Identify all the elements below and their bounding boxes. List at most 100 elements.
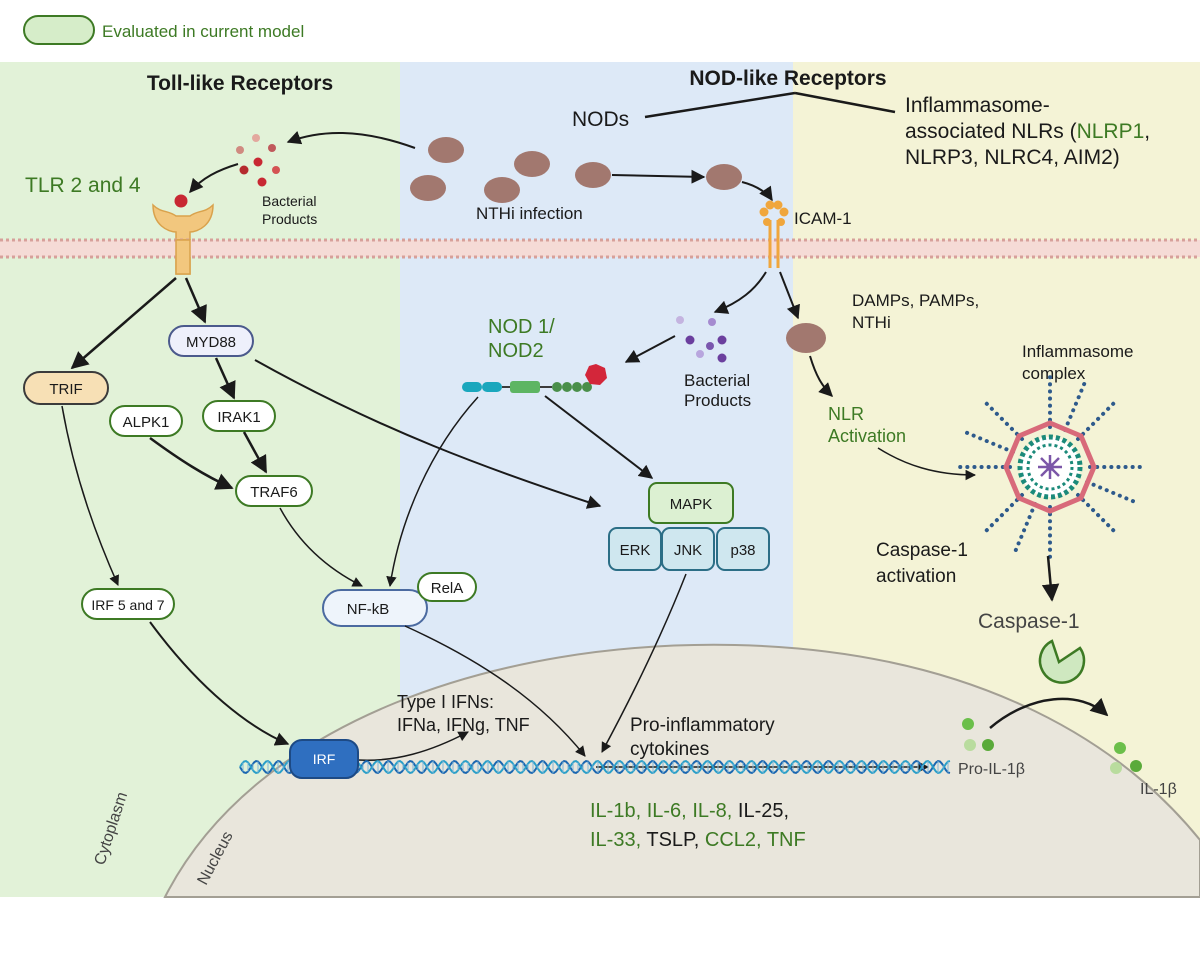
p38-label: p38 [730, 542, 755, 559]
bacterial-products-dots-mid [676, 316, 727, 363]
caspase1-label: Caspase-1 [978, 610, 1080, 633]
nlr-activation-label-2: Activation [828, 426, 906, 446]
inflammasome-complex-icon [956, 373, 1144, 561]
arrow-trif-to-irf57 [61, 405, 119, 586]
trif-label: TRIF [49, 381, 82, 398]
arrow-nfkb-to-dna [404, 625, 586, 757]
caspase-activation-label-2: activation [876, 566, 956, 587]
caspase-activation-label-1: Caspase-1 [876, 540, 968, 561]
traf6-label: TRAF6 [250, 484, 298, 501]
cytokine-ccl2: CCL2, [705, 829, 762, 851]
nod1-label-2: NOD2 [488, 340, 544, 362]
nfkb-label: NF-kB [347, 601, 390, 618]
bacterial-products-left-2: Products [262, 211, 317, 227]
cytokine-il33: IL-33, [590, 829, 641, 851]
bacterial-products-mid-2: Products [684, 391, 751, 410]
arrow-icam-to-bacterium [779, 271, 800, 320]
arrow-alpk1-to-traf6 [149, 436, 234, 490]
il1b-icon [1110, 742, 1142, 774]
pathway-arrows [61, 131, 1109, 773]
traf6-node [235, 475, 313, 507]
toll-like-title: Toll-like Receptors [147, 72, 333, 95]
irak1-label: IRAK1 [217, 409, 260, 426]
arrow-irf57-to-irf [149, 621, 290, 746]
inflammasome-nlrs-label-3: NLRP3, NLRC4, AIM2) [905, 146, 1120, 169]
irf-node [289, 739, 359, 779]
nod1-label-1: NOD 1/ [488, 316, 555, 338]
cytokine-il25: IL-25, [738, 800, 789, 822]
rela-label: RelA [431, 580, 464, 597]
irak1-node [202, 400, 276, 432]
tlr-stem-icon [175, 239, 191, 275]
myd88-node [168, 325, 254, 357]
arrow-tlr-to-trif [70, 277, 177, 370]
cytokine-list-1: IL-1b, IL-6, IL-8, IL-25, [590, 800, 789, 822]
mapk-node [648, 482, 734, 524]
rela-node [417, 572, 477, 602]
nlrs-comma: , [1144, 120, 1150, 143]
irf57-label: IRF 5 and 7 [91, 597, 164, 613]
type1-label-1: Type I IFNs: [397, 692, 494, 712]
cytokine-tnf: TNF [767, 829, 806, 851]
inflammasome-complex-label-1: Inflammasome [1022, 342, 1133, 361]
damps-label-1: DAMPs, PAMPs, [852, 291, 979, 310]
arrow-traf6-to-nfkb [279, 507, 363, 587]
nod-branch-line-right [794, 91, 896, 114]
legend: Evaluated in current model [23, 15, 304, 45]
nlrp1-label: NLRP1 [1077, 120, 1145, 143]
pro-il1b-icon [962, 718, 994, 751]
legend-label: Evaluated in current model [102, 22, 304, 41]
icam1-receptor-icon [759, 200, 789, 268]
arrow-mapk-to-dna [601, 573, 687, 753]
irf-label: IRF [313, 751, 336, 767]
cytokine-list-2: IL-33, TSLP, CCL2, TNF [590, 829, 806, 851]
arrow-irf-to-type1 [357, 731, 469, 761]
arrow-nod-to-nfkb [386, 396, 479, 588]
arrow-products-to-tlr [189, 163, 239, 194]
nlrs-prefix: associated NLRs ( [905, 120, 1077, 143]
arrow-irak1-to-traf6 [242, 431, 268, 474]
arrow-nlr-to-inflammasome [877, 447, 977, 481]
arrow-infection-to-icam [611, 169, 706, 184]
proinf-label-1: Pro-inflammatory [630, 715, 775, 736]
tlr-label: TLR 2 and 4 [25, 174, 141, 197]
erk-label: ERK [620, 542, 651, 559]
cytokine-il1b: IL-1b, [590, 800, 641, 822]
pro-il1b-label: Pro-IL-1β [958, 761, 1025, 778]
inflammasome-nlrs-label-1: Inflammasome- [905, 94, 1050, 117]
mapk-label: MAPK [670, 496, 713, 513]
p38-node [716, 527, 770, 571]
alpk1-node [109, 405, 183, 437]
cytokine-il6: IL-6, [647, 800, 687, 822]
nod-protein-icon [462, 364, 607, 393]
jnk-node [661, 527, 715, 571]
nfkb-node [322, 589, 428, 627]
cytokine-il8: IL-8, [692, 800, 732, 822]
internalized-bacterium [786, 323, 826, 353]
arrow-nod-to-mapk [544, 395, 654, 479]
irf57-node [81, 588, 175, 620]
arrow-bacteria-to-products [286, 131, 416, 149]
jnk-label: JNK [674, 542, 702, 559]
nthi-bacteria [410, 137, 742, 203]
cytokine-tslp: TSLP, [646, 829, 699, 851]
bacterial-products-mid-1: Bacterial [684, 371, 750, 390]
caspase1-icon [1038, 639, 1086, 684]
alpk1-label: ALPK1 [123, 414, 170, 431]
myd88-label: MYD88 [186, 334, 236, 351]
cell-membrane [0, 238, 1200, 259]
arrow-tlr-to-myd88 [184, 277, 207, 324]
trif-node [23, 371, 109, 405]
arrow-myd88-to-irak1 [214, 357, 236, 400]
nod-like-title: NOD-like Receptors [689, 67, 886, 90]
arrow-products-to-nod [624, 335, 676, 363]
nthi-infection-label: NTHi infection [476, 204, 583, 223]
icam1-label: ICAM-1 [794, 209, 852, 228]
arrow-bacterium-to-icam [741, 181, 773, 202]
nods-label: NODs [572, 108, 629, 131]
nlr-activation-label-1: NLR [828, 404, 864, 424]
damps-label-2: NTHi [852, 313, 891, 332]
nod-branch-line-left [644, 91, 796, 119]
arrow-bacterium-to-nlr [809, 355, 833, 397]
